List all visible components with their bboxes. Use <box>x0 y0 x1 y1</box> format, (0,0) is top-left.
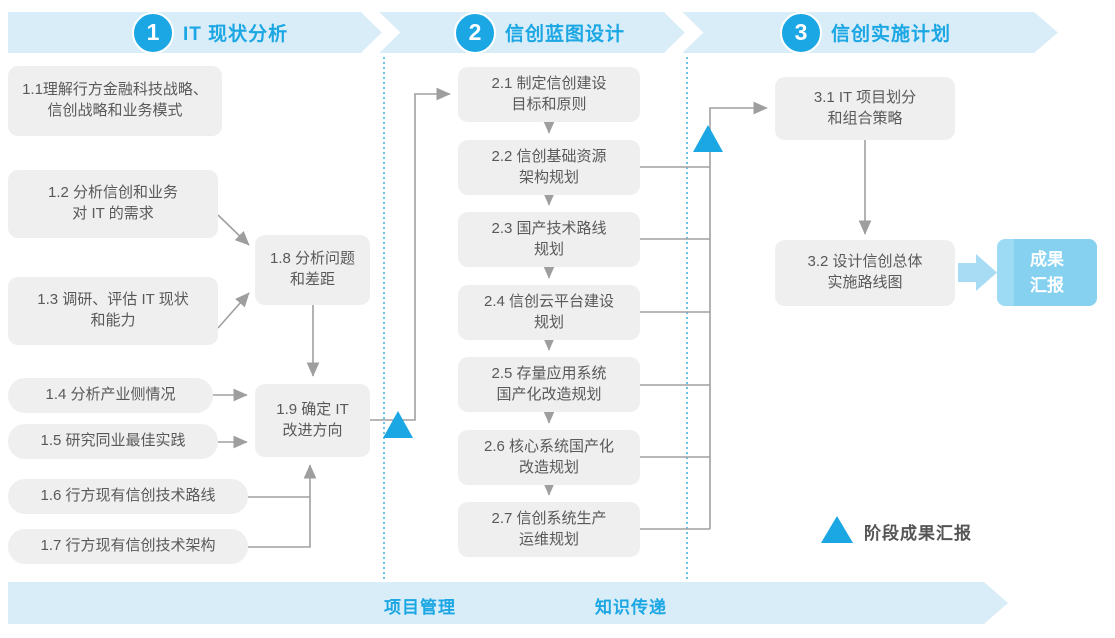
node-1-5: 1.5 研究同业最佳实践 <box>8 424 218 459</box>
node-1-1: 1.1理解行方金融科技战略、 信创战略和业务模式 <box>8 66 222 136</box>
legend-label: 阶段成果汇报 <box>864 524 972 543</box>
node-text: 实施路线图 <box>827 274 903 291</box>
milestone-triangles <box>383 125 853 543</box>
node-text: 1.8 分析问题 <box>269 250 356 268</box>
phase-divider-dotted-lines <box>383 57 688 580</box>
node-2-4: 2.4 信创云平台建设 规划 <box>458 285 640 340</box>
node-1-8: 1.8 分析问题 和差距 <box>255 235 370 305</box>
node-2-1: 2.1 制定信创建设 目标和原则 <box>458 67 640 122</box>
bottom-banner <box>8 582 1008 624</box>
connector-1-9-to-2-1 <box>370 87 451 421</box>
milestone-triangle-phase1 <box>383 411 413 438</box>
node-text: 1.6 行方现有信创技术路线 <box>40 487 216 505</box>
node-text: 1.4 分析产业侧情况 <box>45 386 176 404</box>
phase-title: 信创实施计划 <box>831 24 952 45</box>
milestone-triangle-phase2 <box>693 125 723 152</box>
connector-1-2-to-1-8 <box>217 214 250 246</box>
node-text: 2.1 制定信创建设 <box>491 74 607 92</box>
node-text: 1.7 行方现有信创技术架构 <box>40 537 216 555</box>
footer-label-project-management: 项目管理 <box>384 598 456 617</box>
phase-number-badge: 2 <box>454 11 496 54</box>
node-3-2: 3.2 设计信创总体 实施路线图 <box>775 240 955 306</box>
node-2-2: 2.2 信创基础资源 架构规划 <box>458 140 640 195</box>
node-2-6: 2.6 核心系统国产化 改造规划 <box>458 430 640 485</box>
node-text: 2.4 信创云平台建设 <box>483 292 615 310</box>
node-1-9: 1.9 确定 IT 改进方向 <box>255 384 370 457</box>
node-text: 1.2 分析信创和业务 <box>47 184 179 202</box>
node-text: 改进方向 <box>282 421 343 439</box>
node-text: 架构规划 <box>518 168 579 186</box>
chevron-separator-2 <box>664 3 704 62</box>
node-text: 目标和原则 <box>511 95 587 113</box>
node-2-7: 2.7 信创系统生产 运维规划 <box>458 502 640 557</box>
connector-lines <box>213 87 872 548</box>
phase-header-3: 3 信创实施计划 <box>780 11 951 54</box>
node-text: 2.2 信创基础资源 <box>491 147 607 165</box>
node-text: 3.2 设计信创总体 <box>807 253 923 271</box>
report-result-box: 成果 汇报 <box>997 239 1097 306</box>
connector-1-3-to-1-8 <box>217 292 250 329</box>
report-text: 成果 <box>1030 250 1064 269</box>
node-text: 3.1 IT 项目划分 <box>813 88 917 106</box>
node-text: 1.3 调研、评估 IT 现状 <box>37 291 189 309</box>
node-text: 1.1理解行方金融科技战略、 <box>22 81 208 99</box>
node-2-3: 2.3 国产技术路线 规划 <box>458 212 640 267</box>
node-text: 和差距 <box>289 271 335 288</box>
node-text: 对 IT 的需求 <box>72 205 154 222</box>
node-text: 规划 <box>533 240 564 258</box>
phase-number-badge: 3 <box>780 11 822 54</box>
phase-title: IT 现状分析 <box>183 24 289 45</box>
phase-number-badge: 1 <box>132 11 174 54</box>
node-text: 运维规划 <box>518 530 579 548</box>
phase-header-2: 2 信创蓝图设计 <box>454 11 625 54</box>
node-text: 改造规划 <box>518 458 579 476</box>
thick-arrow-to-report <box>958 254 997 291</box>
legend-triangle-icon <box>821 516 853 543</box>
phase-title: 信创蓝图设计 <box>505 24 626 45</box>
footer-label-knowledge-transfer: 知识传递 <box>595 598 667 617</box>
node-1-3: 1.3 调研、评估 IT 现状 和能力 <box>8 277 218 345</box>
connector-1-7-to-1-9 <box>248 464 317 548</box>
node-text: 1.9 确定 IT <box>276 400 349 418</box>
report-text: 汇报 <box>1030 275 1064 295</box>
node-1-7: 1.7 行方现有信创技术架构 <box>8 529 248 564</box>
node-text: 国产化改造规划 <box>496 385 602 403</box>
node-text: 2.7 信创系统生产 <box>491 509 607 527</box>
connector-phase2-to-3-1 <box>709 101 768 529</box>
node-text: 1.5 研究同业最佳实践 <box>40 432 186 450</box>
node-3-1: 3.1 IT 项目划分 和组合策略 <box>775 77 955 140</box>
node-text: 2.5 存量应用系统 <box>491 364 607 382</box>
node-2-5: 2.5 存量应用系统 国产化改造规划 <box>458 357 640 412</box>
phase-header-1: 1 IT 现状分析 <box>132 11 288 54</box>
node-text: 信创战略和业务模式 <box>47 102 183 119</box>
chevron-separator-1 <box>361 3 401 62</box>
node-text: 和能力 <box>90 312 136 329</box>
node-text: 规划 <box>533 313 564 331</box>
node-text: 和组合策略 <box>827 109 903 127</box>
node-text: 2.6 核心系统国产化 <box>483 437 615 455</box>
node-1-2: 1.2 分析信创和业务 对 IT 的需求 <box>8 170 218 238</box>
node-1-6: 1.6 行方现有信创技术路线 <box>8 479 248 514</box>
node-text: 2.3 国产技术路线 <box>491 219 607 237</box>
node-1-4: 1.4 分析产业侧情况 <box>8 378 213 413</box>
